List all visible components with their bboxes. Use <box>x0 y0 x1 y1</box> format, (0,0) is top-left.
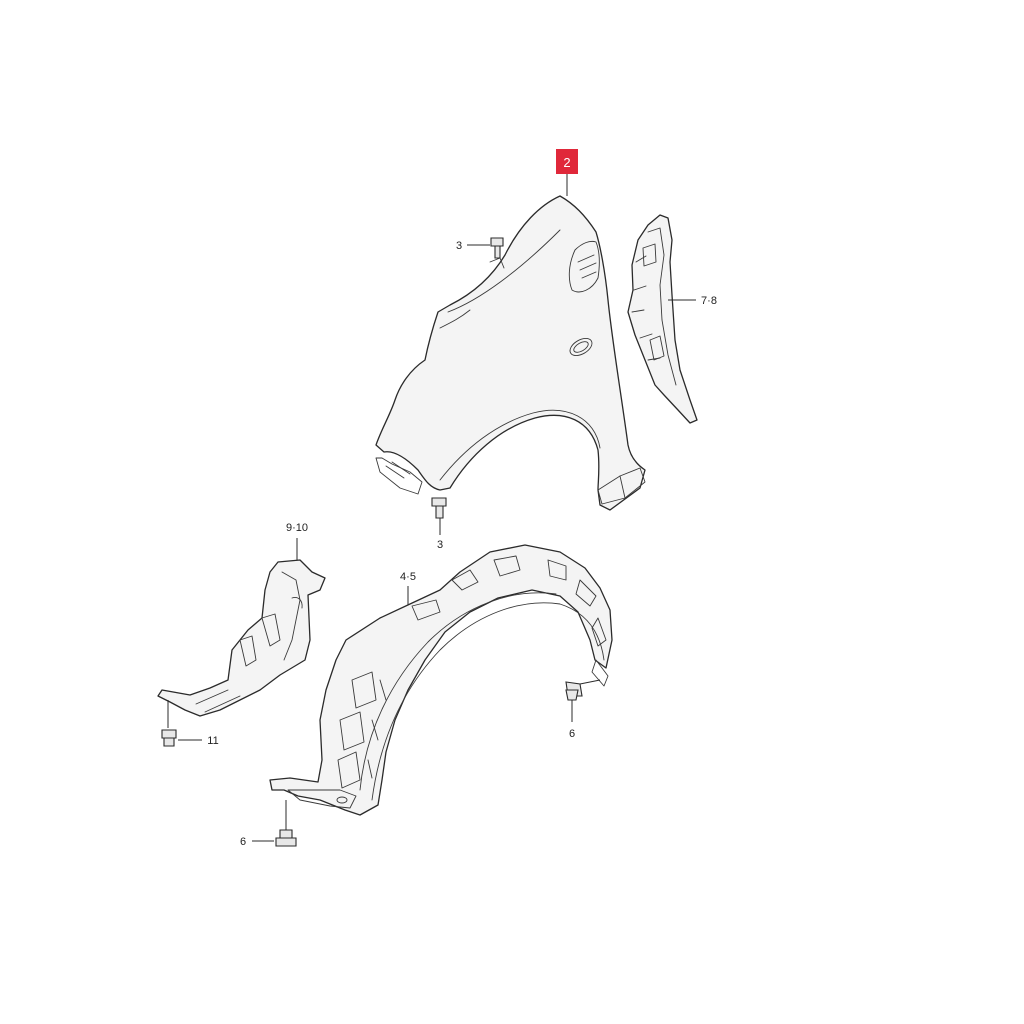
wheel-arch-liner[interactable]: 4·5 <box>269 544 613 816</box>
callout-clip-left: 6 <box>240 836 246 848</box>
bolt-cover[interactable]: 11 <box>161 700 219 747</box>
callout-fender[interactable]: 2 <box>556 149 578 196</box>
callout-bracket: 7·8 <box>701 295 717 307</box>
callout-clip-right: 6 <box>569 728 575 740</box>
callout-liner: 4·5 <box>400 571 416 583</box>
callout-fender-label: 2 <box>563 155 570 170</box>
callout-bolt-top: 3 <box>456 240 462 252</box>
bolt-bottom[interactable]: 3 <box>431 497 447 551</box>
callout-bolt-cover: 11 <box>207 735 218 747</box>
side-cover[interactable]: 9·10 <box>157 522 326 717</box>
callout-fender-box <box>556 149 578 174</box>
fender-bracket[interactable]: 7·8 <box>627 214 717 424</box>
front-fender[interactable] <box>375 195 646 511</box>
bolt-top[interactable]: 3 <box>456 237 504 259</box>
clip-right-tie <box>579 679 601 685</box>
clip-left[interactable]: 6 <box>240 800 297 848</box>
callout-side-cover: 9·10 <box>286 522 308 534</box>
callout-bolt-bottom: 3 <box>437 539 443 551</box>
clip-right[interactable]: 6 <box>565 679 601 740</box>
